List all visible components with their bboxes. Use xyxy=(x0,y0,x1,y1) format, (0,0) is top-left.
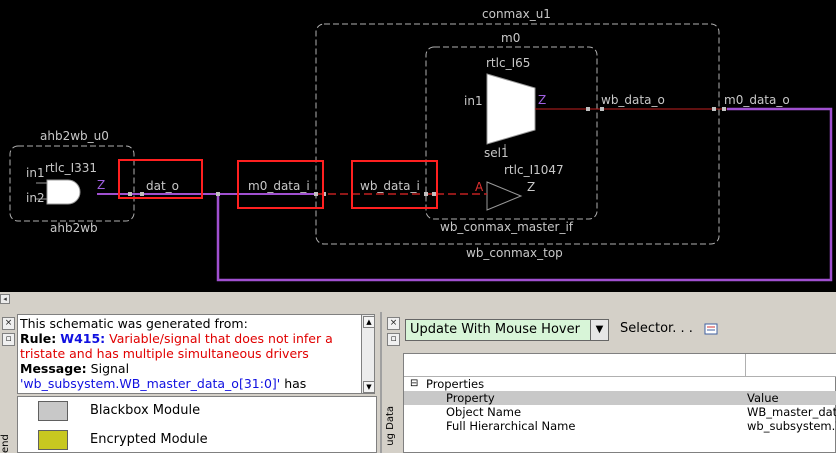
message-text: Signal xyxy=(90,361,130,376)
message-scrollbar[interactable]: ▲ ▼ xyxy=(361,314,375,394)
mux-out-label: Z xyxy=(538,93,546,107)
top-module-label: wb_conmax_top xyxy=(466,246,563,260)
mux-shape xyxy=(486,73,536,145)
mux-name: rtlc_I65 xyxy=(486,56,530,70)
legend-swatch-encrypted xyxy=(38,430,68,450)
legend-swatch-blackbox xyxy=(38,401,68,421)
rule-id-link[interactable]: W415: xyxy=(60,331,106,346)
chevron-down-icon[interactable]: ▼ xyxy=(590,319,609,341)
table-row[interactable]: Object Name WB_master_dat xyxy=(404,405,836,419)
resize-grip-icon[interactable]: ◂ xyxy=(0,294,10,304)
net-feedback xyxy=(216,107,833,282)
collapse-icon[interactable]: ⊟ xyxy=(410,378,419,389)
restore-icon[interactable]: ▫ xyxy=(387,333,400,346)
property-name: Object Name xyxy=(446,405,522,419)
ahb2wb-u0-box xyxy=(9,145,135,222)
buffer-out-label: Z xyxy=(527,180,535,194)
and-gate xyxy=(46,179,81,205)
properties-group-label: Properties xyxy=(426,377,485,391)
restore-icon[interactable]: ▫ xyxy=(2,333,15,346)
property-name: Full Hierarchical Name xyxy=(446,419,576,433)
m0-box xyxy=(425,46,598,220)
property-value: WB_master_dat xyxy=(747,405,836,419)
and-in2-label: in2 xyxy=(26,191,45,205)
highlight-wb-data-i xyxy=(351,160,438,209)
message-text-box[interactable]: This schematic was generated from: Rule:… xyxy=(17,314,362,394)
conmax-u1-label: conmax_u1 xyxy=(482,7,551,21)
mux-sel-label: sel1 xyxy=(484,146,509,160)
highlight-dat-o xyxy=(118,159,203,199)
message-intro: This schematic was generated from: xyxy=(20,316,248,331)
net-m0-data-i: m0_data_i xyxy=(248,179,310,193)
buffer-name: rtlc_I1047 xyxy=(504,163,564,177)
vertical-splitter[interactable] xyxy=(380,312,382,453)
buffer-in-label: A xyxy=(475,180,484,194)
schematic-drawing: conmax_u1 m0 wb_conmax_master_if wb_conm… xyxy=(9,7,833,282)
panel-divider[interactable] xyxy=(0,292,836,312)
buffer-shape xyxy=(486,181,523,211)
and-in1-label: in1 xyxy=(26,166,45,180)
message-label: Message: xyxy=(20,361,87,376)
ahb-label: ahb2wb_u0 xyxy=(40,129,109,143)
signal-suffix: has multiple xyxy=(20,376,307,393)
highlight-m0-data-i xyxy=(237,160,324,209)
selector-list-icon[interactable] xyxy=(704,322,718,336)
signal-name-link[interactable]: 'wb_subsystem.WB_master_data_o[31:0]' xyxy=(20,376,281,391)
net-m0-data-o: m0_data_o xyxy=(724,93,790,107)
m0-label: m0 xyxy=(501,31,520,45)
net-wb-data-i: wb_data_i xyxy=(360,179,420,193)
and-out-label: Z xyxy=(97,178,105,192)
message-line: Message: Signal xyxy=(20,361,359,376)
legend-side-tab[interactable]: end xyxy=(0,434,11,453)
message-rule-line: Rule: W415: Variable/signal that does no… xyxy=(20,331,359,361)
conmax-u1-box xyxy=(315,23,720,245)
properties-group-row[interactable]: ⊟ Properties xyxy=(404,377,836,391)
close-icon[interactable]: × xyxy=(387,317,400,330)
scroll-up-icon[interactable]: ▲ xyxy=(363,316,375,328)
header-property: Property xyxy=(446,391,495,405)
legend-label-encrypted: Encrypted Module xyxy=(90,432,208,447)
properties-header xyxy=(404,354,836,377)
master-if-label: wb_conmax_master_if xyxy=(440,220,574,234)
net-dat-o: dat_o xyxy=(146,179,179,193)
legend-label-blackbox: Blackbox Module xyxy=(90,403,201,418)
and-gate-name: rtlc_I331 xyxy=(45,161,97,175)
property-value: wb_subsystem.W xyxy=(747,419,836,433)
signal-line: 'wb_subsystem.WB_master_data_o[31:0]' ha… xyxy=(20,376,359,393)
selector-button[interactable]: Selector. . . xyxy=(620,321,693,336)
update-mode-dropdown[interactable]: Update With Mouse Hover xyxy=(405,319,609,341)
ahb-type-label: ahb2wb xyxy=(50,221,98,235)
close-icon[interactable]: × xyxy=(2,317,15,330)
rule-label: Rule: xyxy=(20,331,57,346)
schematic-canvas[interactable]: conmax_u1 m0 wb_conmax_master_if wb_conm… xyxy=(0,0,836,292)
debug-data-panel: × ▫ ug Data Update With Mouse Hover ▼ Se… xyxy=(382,312,836,453)
table-row[interactable]: Full Hierarchical Name wb_subsystem.W xyxy=(404,419,836,433)
mux-in1-label: in1 xyxy=(464,94,483,108)
rule-text: Variable/signal that does not infer a tr… xyxy=(20,331,333,361)
properties-column-header: Property Value xyxy=(404,391,836,405)
properties-grid: ⊟ Properties Property Value Object Name … xyxy=(403,353,836,453)
scroll-down-icon[interactable]: ▼ xyxy=(363,381,375,393)
net-wb-data-o: wb_data_o xyxy=(601,93,665,107)
message-panel: × ▫ This schematic was generated from: R… xyxy=(0,312,380,453)
debug-data-side-tab[interactable]: ug Data xyxy=(385,406,396,446)
legend-list: Blackbox Module Encrypted Module xyxy=(17,396,377,453)
header-value: Value xyxy=(747,391,779,405)
